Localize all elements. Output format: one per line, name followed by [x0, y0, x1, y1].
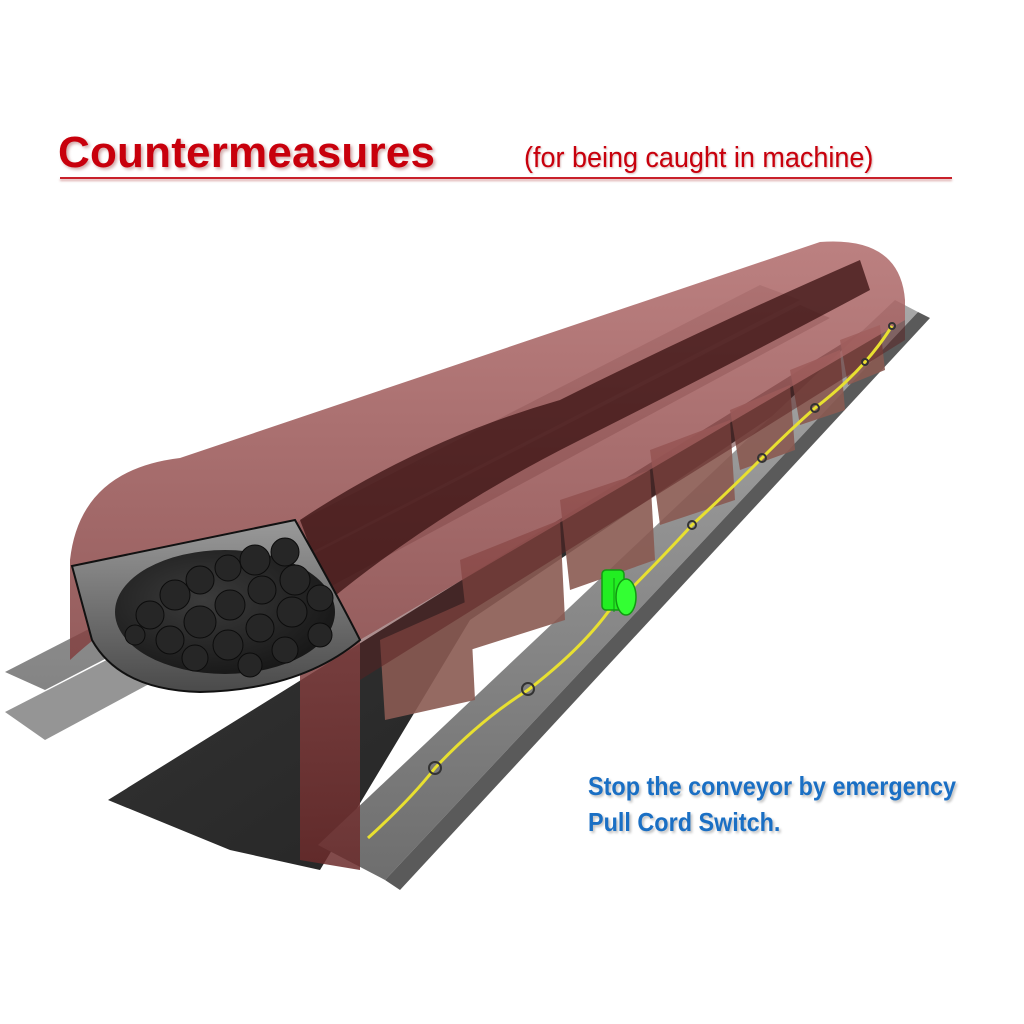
pull-cord-switch [601, 569, 637, 616]
title-underline [60, 177, 952, 179]
pull-cord [366, 322, 896, 840]
slide-title: Countermeasures (for being caught in mac… [58, 128, 958, 184]
belt-cross-section [70, 518, 362, 694]
coal-load [300, 260, 870, 600]
caption-line-2: Pull Cord Switch. [588, 807, 781, 837]
caption-line-1: Stop the conveyor by emergency [588, 771, 957, 801]
title-subtitle: (for being caught in machine) [524, 142, 874, 174]
title-text: Countermeasures [58, 128, 436, 177]
caption: Stop the conveyor by emergency Pull Cord… [588, 768, 956, 840]
hood-cover [70, 241, 905, 870]
conveyor-illustration [5, 241, 930, 890]
